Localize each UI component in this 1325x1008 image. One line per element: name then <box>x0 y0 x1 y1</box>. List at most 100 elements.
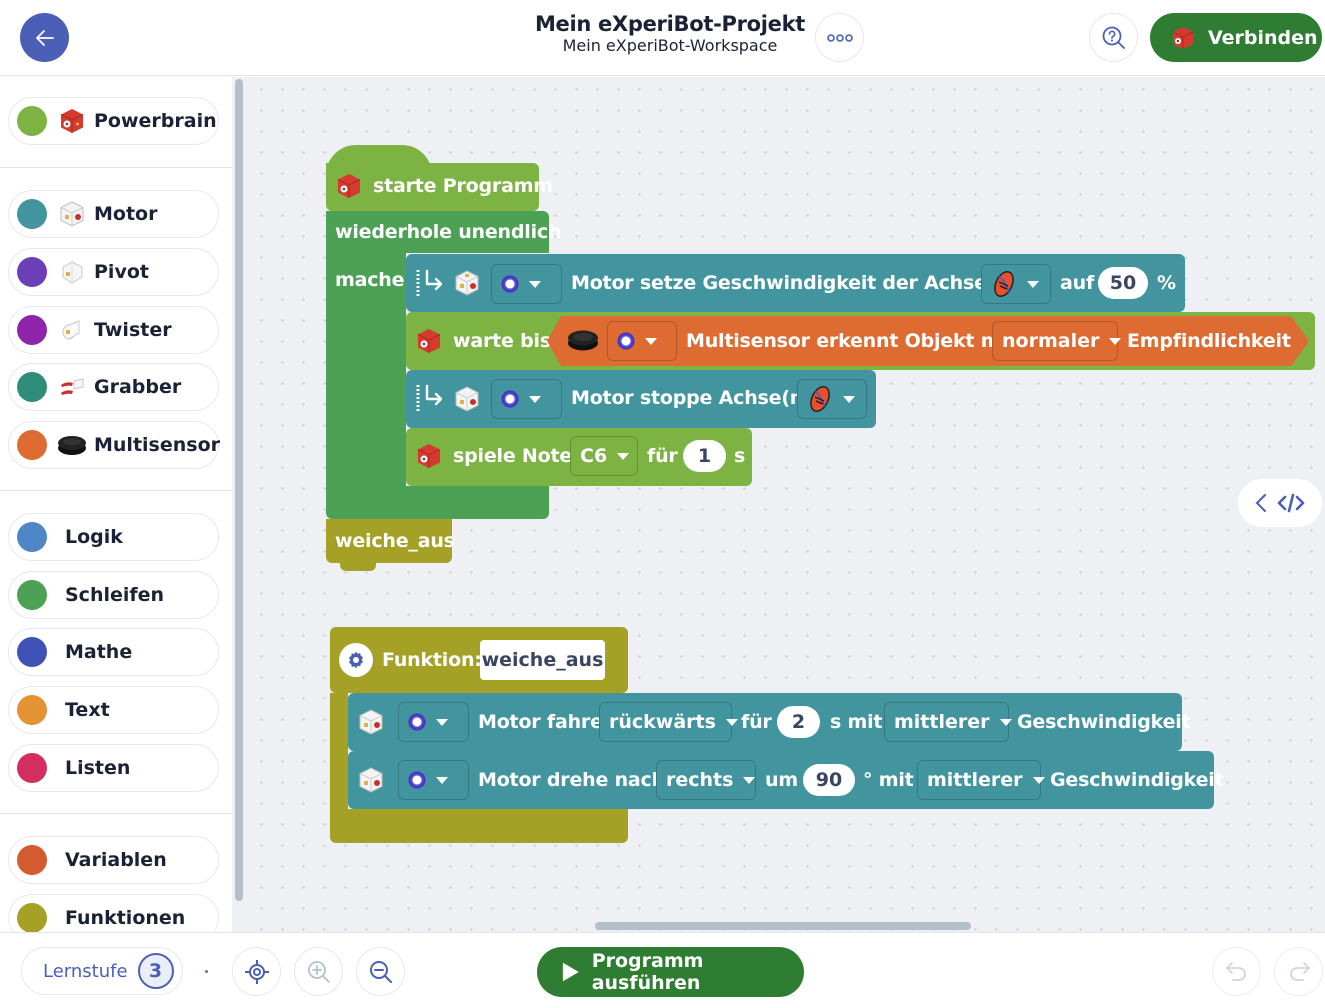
back-button[interactable] <box>20 13 69 62</box>
port-dropdown[interactable] <box>398 702 469 742</box>
divider <box>0 813 232 814</box>
turn-direction-dropdown[interactable]: rechts <box>656 760 756 800</box>
category-label: Text <box>65 699 110 721</box>
category-logik[interactable]: Logik <box>8 513 219 561</box>
category-label: Schleifen <box>65 584 165 606</box>
sensitivity-dropdown[interactable]: normaler <box>992 321 1122 361</box>
chevron-down-icon <box>617 452 630 460</box>
category-label: Powerbrain <box>94 110 217 132</box>
note-value: C6 <box>580 445 608 467</box>
port-dropdown[interactable] <box>398 760 469 800</box>
category-label: Twister <box>94 319 172 341</box>
by-label: um <box>765 769 798 791</box>
speed-suffix: Geschwindigkeit <box>1017 711 1191 733</box>
help-button[interactable] <box>1089 13 1138 62</box>
note-dropdown[interactable]: C6 <box>570 436 638 476</box>
sidebar-scrollbar-thumb[interactable] <box>235 79 243 901</box>
zoom-in-button[interactable] <box>294 947 343 996</box>
divider <box>0 167 232 168</box>
wait-until-label: warte bis <box>453 330 551 352</box>
turn-speed-dropdown[interactable]: mittlerer <box>917 760 1045 800</box>
axis-dropdown[interactable] <box>981 264 1051 304</box>
chevron-down-icon <box>1027 280 1039 288</box>
function-footer <box>330 809 628 843</box>
motor-turn-block[interactable] <box>348 751 1214 809</box>
speed-dropdown[interactable]: mittlerer <box>884 702 1012 742</box>
category-color-dot <box>17 257 47 287</box>
function-settings-button[interactable] <box>339 643 373 677</box>
note-duration-input[interactable]: 1 <box>683 440 726 472</box>
category-listen[interactable]: Listen <box>8 744 219 792</box>
turn-speed-value: mittlerer <box>927 769 1023 791</box>
category-motor[interactable]: Motor <box>8 190 219 238</box>
code-view-toggle[interactable] <box>1238 479 1322 527</box>
run-program-button[interactable]: Programm ausführen <box>537 947 804 997</box>
redo-button[interactable] <box>1274 947 1323 996</box>
function-call-label: weiche_aus <box>335 530 455 552</box>
more-options-button[interactable] <box>815 13 864 62</box>
port-led-icon <box>408 771 426 789</box>
forever-loop-footer <box>326 486 549 519</box>
powerbrain-cube-icon <box>335 172 363 204</box>
sensor-port-dropdown[interactable] <box>607 321 677 361</box>
category-twister[interactable]: Twister <box>8 306 219 354</box>
horizontal-scrollbar-thumb[interactable] <box>595 922 971 930</box>
undo-icon <box>1225 961 1246 981</box>
zoom-in-icon <box>307 960 330 983</box>
project-title-area: Mein eXperiBot-Projekt Mein eXperiBot-Wo… <box>520 12 820 55</box>
multisensor-puck-icon <box>57 430 87 460</box>
workspace-subtitle: Mein eXperiBot-Workspace <box>562 36 778 55</box>
for-label: für <box>647 445 678 467</box>
speed-value-input[interactable]: 50 <box>1098 267 1148 299</box>
port-dropdown[interactable] <box>491 379 562 419</box>
category-label: Mathe <box>65 641 133 663</box>
category-label: Multisensor <box>94 434 220 456</box>
top-bar: Mein eXperiBot-Projekt Mein eXperiBot-Wo… <box>0 0 1325 76</box>
motor-drive-block[interactable] <box>348 693 1182 751</box>
condition-block[interactable] <box>547 316 1311 366</box>
port-led-icon <box>501 390 519 408</box>
direction-dropdown[interactable]: rückwärts <box>599 702 738 742</box>
arrow-left-icon <box>35 29 54 46</box>
category-funktionen[interactable]: Funktionen <box>8 894 219 932</box>
category-mathe[interactable]: Mathe <box>8 628 219 676</box>
motor-cube-icon <box>453 385 481 417</box>
learning-level-button[interactable]: Lernstufe 3 <box>21 947 183 995</box>
forever-loop-block[interactable] <box>326 211 549 253</box>
chevron-down-icon <box>1032 776 1045 784</box>
category-color-dot <box>17 580 47 610</box>
category-color-dot <box>17 106 47 136</box>
category-grabber[interactable]: Grabber <box>8 363 219 411</box>
sidebar-scrollbar[interactable] <box>232 77 246 932</box>
category-color-dot <box>17 637 47 667</box>
powerbrain-cube-icon <box>1172 26 1194 49</box>
zoom-out-button[interactable] <box>356 947 405 996</box>
axis-dropdown[interactable] <box>797 379 867 419</box>
connect-button[interactable]: Verbinden <box>1150 13 1322 62</box>
category-pivot[interactable]: Pivot <box>8 248 219 296</box>
function-name-input[interactable]: weiche_aus <box>480 640 605 680</box>
category-multisensor[interactable]: Multisensor <box>8 421 220 469</box>
grabber-module-icon <box>57 372 87 402</box>
port-dropdown[interactable] <box>491 264 562 304</box>
undo-button[interactable] <box>1212 947 1261 996</box>
do-label: mache <box>335 269 405 291</box>
chevron-down-icon <box>436 776 448 784</box>
category-color-dot <box>17 522 47 552</box>
sensitivity-suffix: Empfindlichkeit <box>1127 330 1291 352</box>
category-powerbrain[interactable]: Powerbrain <box>8 97 219 145</box>
recenter-button[interactable] <box>232 947 281 996</box>
turn-angle-input[interactable]: 90 <box>803 764 855 796</box>
play-icon <box>562 962 579 982</box>
zoom-out-icon <box>369 960 392 983</box>
category-sidebar: Powerbrain Motor Pivot Twister Grabber <box>0 77 232 932</box>
start-program-label: starte Programm <box>373 175 553 197</box>
category-text[interactable]: Text <box>8 686 219 734</box>
drive-duration-input[interactable]: 2 <box>777 706 820 738</box>
drive-label: Motor fahre <box>478 711 603 733</box>
category-schleifen[interactable]: Schleifen <box>8 571 219 619</box>
category-variablen[interactable]: Variablen <box>8 836 219 884</box>
function-call-block[interactable] <box>326 519 452 563</box>
axis-link-icon <box>415 383 447 417</box>
motor-cube-icon <box>57 199 87 229</box>
